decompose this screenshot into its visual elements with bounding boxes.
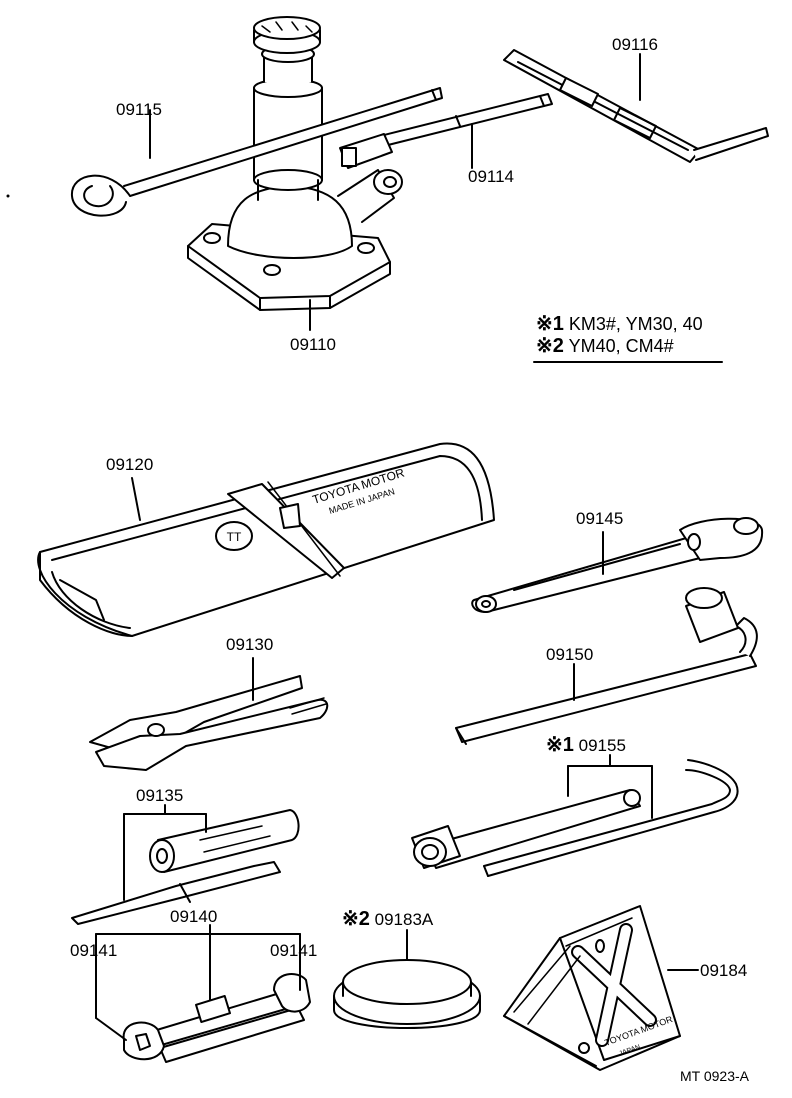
label-09183a: ※2 09183A xyxy=(342,908,434,930)
label-09140: 09140 xyxy=(170,907,218,926)
label-09141-left: 09141 xyxy=(70,941,118,960)
note-1-mark: ※1 xyxy=(536,313,564,335)
note-2-text: YM40, CM4# xyxy=(568,336,674,356)
label-09150: 09150 xyxy=(546,645,594,664)
jack-lever-set-illustration xyxy=(411,754,739,877)
pliers-illustration xyxy=(89,657,329,771)
screwdriver-illustration xyxy=(71,804,300,925)
stray-mark xyxy=(6,194,10,198)
label-09130: 09130 xyxy=(226,635,274,654)
mark-note-2: ※2 xyxy=(342,908,370,930)
screw-jack-illustration xyxy=(187,16,403,331)
label-09114: 09114 xyxy=(468,167,515,186)
tool-bag-emblem: TT xyxy=(227,530,242,544)
mark-note-1: ※1 xyxy=(546,734,574,756)
extension-bar-illustration xyxy=(339,93,553,169)
note-line-2: ※2 YM40, CM4# xyxy=(536,336,674,356)
spanner-set-illustration xyxy=(95,924,311,1063)
label-09115: 09115 xyxy=(116,100,163,119)
label-09183a-number: 09183A xyxy=(374,910,434,929)
label-09116: 09116 xyxy=(612,35,659,54)
cap-illustration xyxy=(333,929,481,1029)
note-2-mark: ※2 xyxy=(536,335,564,357)
label-09141-right: 09141 xyxy=(270,941,318,960)
label-09110: 09110 xyxy=(290,335,337,354)
label-09155-number: 09155 xyxy=(578,736,626,755)
note-line-1: ※1 KM3#, YM30, 40 xyxy=(536,314,703,334)
label-09145: 09145 xyxy=(576,509,624,528)
wheel-chock-illustration: TOYOTA MOTOR JAPAN xyxy=(503,905,699,1071)
wheel-nut-wrench-illustration xyxy=(455,587,758,745)
jack-lever-handle-illustration xyxy=(503,49,769,163)
jack-handle-illustration xyxy=(70,87,443,217)
drawing-code: MT 0923-A xyxy=(680,1068,749,1084)
adjustable-wrench-illustration xyxy=(471,517,764,613)
note-1-text: KM3#, YM30, 40 xyxy=(568,314,703,334)
label-09155: ※1 09155 xyxy=(546,734,626,756)
label-09184: 09184 xyxy=(700,961,748,980)
tool-bag-illustration: TT TOYOTA MOTOR MADE IN JAPAN xyxy=(37,442,495,637)
label-09120: 09120 xyxy=(106,455,154,474)
label-09135: 09135 xyxy=(136,786,184,805)
